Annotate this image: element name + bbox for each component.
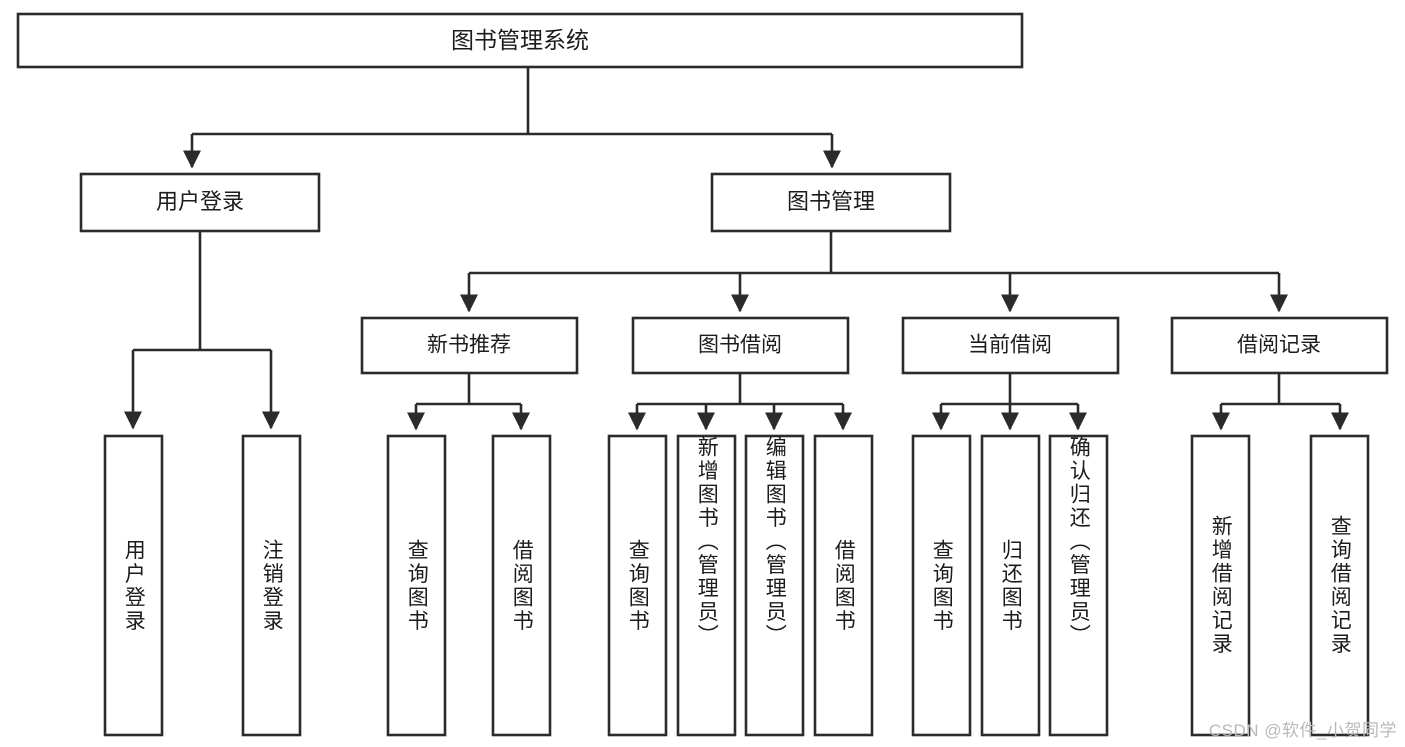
node-new-book-recommend-box[interactable] xyxy=(360,316,579,375)
node-book-borrow-box[interactable] xyxy=(631,316,850,375)
node-borrow-record-box[interactable] xyxy=(1170,316,1389,375)
node-user-login-label: 用户登录 xyxy=(156,189,244,214)
leaf-box-query-record[interactable] xyxy=(1309,434,1370,737)
connector-root-to-level2 xyxy=(182,67,842,169)
connector-book-borrow-to-leaves xyxy=(627,373,853,431)
connector-borrow-record-to-leaves xyxy=(1211,373,1350,431)
node-current-borrow-box[interactable] xyxy=(901,316,1120,375)
connector-user-login-to-leaves xyxy=(123,231,281,430)
node-current-borrow[interactable]: 当前借阅 xyxy=(901,316,1120,375)
leaf-box-query-book-3[interactable] xyxy=(911,434,972,737)
connector-new-book-to-leaves xyxy=(406,373,531,431)
leaf-box-user-login[interactable] xyxy=(103,434,164,737)
node-root[interactable]: 图书管理系统 xyxy=(16,12,1024,69)
leaf-box-query-book-1[interactable] xyxy=(386,434,447,737)
node-borrow-record[interactable]: 借阅记录 xyxy=(1170,316,1389,375)
leaf-box-logout[interactable] xyxy=(241,434,302,737)
leaf-box-return-book[interactable] xyxy=(980,434,1041,737)
leaf-box-add-book[interactable] xyxy=(676,434,737,737)
watermark-text: CSDN @软件_小贺同学 xyxy=(1208,721,1397,740)
node-current-borrow-label: 当前借阅 xyxy=(968,334,1052,357)
node-book-manage[interactable]: 图书管理 xyxy=(710,172,952,233)
leaf-box-edit-book[interactable] xyxy=(744,434,805,737)
node-new-book-recommend-label: 新书推荐 xyxy=(427,334,511,357)
node-new-book-recommend[interactable]: 新书推荐 xyxy=(360,316,579,375)
connector-current-borrow-to-leaves xyxy=(931,373,1088,431)
node-root-label: 图书管理系统 xyxy=(451,27,589,53)
leaf-box-query-book-2[interactable] xyxy=(607,434,668,737)
leaf-box-add-record[interactable] xyxy=(1190,434,1251,737)
node-book-manage-label: 图书管理 xyxy=(787,189,875,214)
node-root-box[interactable] xyxy=(16,12,1024,69)
node-user-login[interactable]: 用户登录 xyxy=(79,172,321,233)
node-book-borrow-label: 图书借阅 xyxy=(698,334,782,357)
leaf-box-borrow-book-2[interactable] xyxy=(813,434,874,737)
leaf-box-confirm-return[interactable] xyxy=(1048,434,1109,737)
node-book-manage-box[interactable] xyxy=(710,172,952,233)
node-borrow-record-label: 借阅记录 xyxy=(1237,334,1321,357)
node-book-borrow[interactable]: 图书借阅 xyxy=(631,316,850,375)
connector-book-manage-to-level3 xyxy=(459,231,1289,313)
leaf-box-borrow-book-1[interactable] xyxy=(491,434,552,737)
